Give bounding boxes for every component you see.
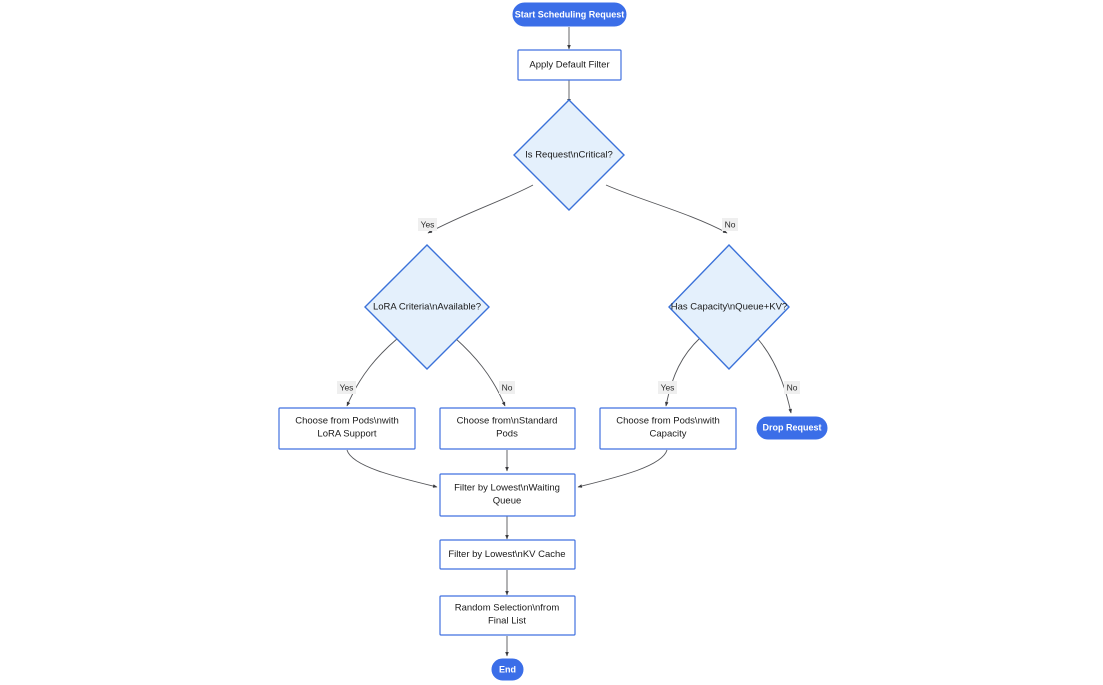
- node-drop-request[interactable]: Drop Request: [756, 416, 828, 440]
- edge-label-bg: [784, 381, 800, 394]
- node-shape-diamond[interactable]: [364, 244, 490, 370]
- node-shape-pill[interactable]: [756, 416, 828, 440]
- node-shape-diamond[interactable]: [513, 99, 625, 211]
- edge-label-text: Yes: [661, 382, 675, 392]
- node-lora-criteria-available[interactable]: LoRA Criteria\nAvailable?: [364, 244, 490, 370]
- node-choose-from-pods-with-capacity[interactable]: Choose from Pods\nwith Capacity: [599, 407, 737, 450]
- node-filter-by-lowest-kv-cache[interactable]: Filter by Lowest\nKV Cache: [439, 539, 576, 570]
- edge-label-bg: [499, 381, 515, 394]
- edge-has-capacity-to-choose-capacity: [665, 337, 701, 407]
- edge-label-text: Yes: [340, 382, 354, 392]
- edge-label-text: No: [725, 219, 736, 229]
- edge-label-critical-no: No: [722, 218, 738, 231]
- node-is-request-critical[interactable]: Is Request\nCritical?: [513, 99, 625, 211]
- node-end[interactable]: End: [491, 658, 524, 681]
- node-shape-pill[interactable]: [491, 658, 524, 681]
- edge-label-capacity-yes: Yes: [658, 381, 677, 394]
- edge-label-text: Yes: [421, 219, 435, 229]
- edge-label-bg: [337, 381, 356, 394]
- node-label: Start Scheduling Request: [515, 9, 625, 19]
- edge-has-capacity-to-drop-request: [756, 337, 792, 414]
- edge-label-text: No: [502, 382, 513, 392]
- edge-layer: [346, 27, 792, 657]
- node-label-line2: Capacity: [650, 429, 687, 440]
- edge-label-capacity-no: No: [784, 381, 800, 394]
- node-label-line2: Final List: [488, 616, 526, 627]
- node-shape-rect[interactable]: [439, 473, 576, 517]
- node-label-line1: Random Selection\nfrom: [455, 603, 560, 614]
- node-label: Drop Request: [762, 422, 821, 432]
- edge-lora-criteria-to-choose-standard: [454, 337, 506, 407]
- edge-label-bg: [658, 381, 677, 394]
- node-label: LoRA Criteria\nAvailable?: [373, 302, 481, 313]
- node-label-line2: LoRA Support: [317, 429, 377, 440]
- node-shape-rect[interactable]: [439, 595, 576, 636]
- edge-label-bg: [418, 218, 437, 231]
- node-shape-rect[interactable]: [278, 407, 416, 450]
- edge-choose-lora-to-filter-queue: [346, 449, 438, 488]
- node-label: Has Capacity\nQueue+KV?: [671, 302, 787, 313]
- node-label-line1: Choose from\nStandard: [457, 416, 558, 427]
- node-choose-from-pods-with-lora-support[interactable]: Choose from Pods\nwith LoRA Support: [278, 407, 416, 450]
- node-label-line1: Choose from Pods\nwith: [616, 416, 720, 427]
- node-label-line2: Pods: [496, 429, 518, 440]
- edge-is-critical-to-lora-criteria: [427, 184, 534, 234]
- node-shape-pill[interactable]: [512, 2, 627, 27]
- node-shape-rect[interactable]: [439, 407, 576, 450]
- node-label: Is Request\nCritical?: [525, 150, 613, 161]
- edge-label-lora-yes: Yes: [337, 381, 356, 394]
- node-start-scheduling-request[interactable]: Start Scheduling Request: [512, 2, 627, 27]
- node-has-capacity-queue-kv[interactable]: Has Capacity\nQueue+KV?: [668, 243, 790, 371]
- node-apply-default-filter[interactable]: Apply Default Filter: [517, 49, 622, 81]
- node-label-line2: Queue: [493, 496, 522, 507]
- node-label: End: [499, 664, 516, 674]
- edge-label-lora-no: No: [499, 381, 515, 394]
- edge-label-text: No: [787, 382, 798, 392]
- node-shape-rect[interactable]: [517, 49, 622, 81]
- node-shape-diamond[interactable]: [668, 243, 790, 371]
- node-label: Apply Default Filter: [529, 60, 609, 71]
- node-random-selection-from-final-list[interactable]: Random Selection\nfrom Final List: [439, 595, 576, 636]
- node-label-line1: Filter by Lowest\nWaiting: [454, 483, 560, 494]
- edge-lora-criteria-to-choose-lora: [346, 337, 399, 407]
- node-choose-from-standard-pods[interactable]: Choose from\nStandard Pods: [439, 407, 576, 450]
- edge-label-bg: [722, 218, 738, 231]
- edge-choose-capacity-to-filter-queue: [577, 449, 668, 488]
- node-label: Filter by Lowest\nKV Cache: [448, 549, 565, 560]
- node-shape-rect[interactable]: [599, 407, 737, 450]
- edge-label-layer: Yes No Yes No Yes No: [337, 218, 800, 394]
- node-filter-by-lowest-waiting-queue[interactable]: Filter by Lowest\nWaiting Queue: [439, 473, 576, 517]
- edge-is-critical-to-has-capacity: [605, 184, 728, 234]
- node-label-line1: Choose from Pods\nwith: [295, 416, 399, 427]
- node-shape-rect[interactable]: [439, 539, 576, 570]
- edge-label-critical-yes: Yes: [418, 218, 437, 231]
